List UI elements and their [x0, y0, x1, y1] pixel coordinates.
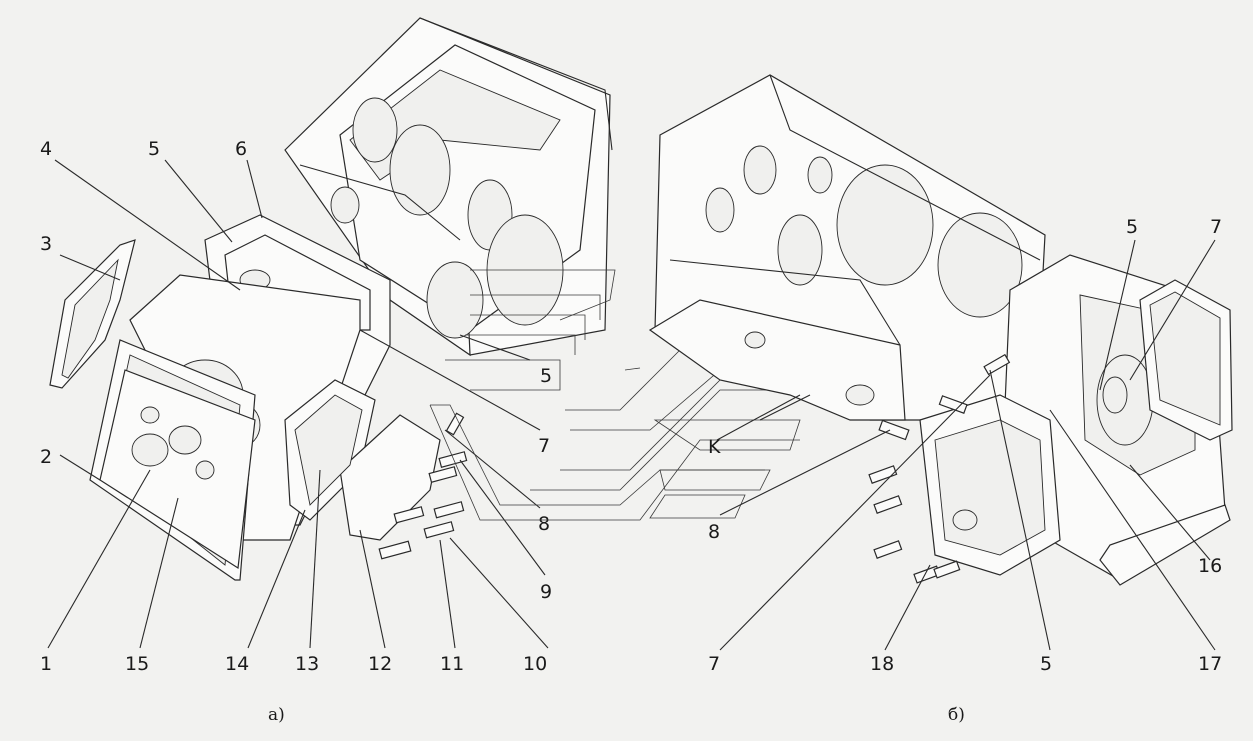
callout-7: 7	[538, 435, 550, 457]
small-cover-a	[284, 379, 441, 541]
view-a-assembly: 1 2 3 4 5 6 15 14 13 12 11 10 9 8 7 5 а)	[40, 17, 613, 725]
callout-18: 18	[870, 653, 894, 675]
callout-14: 14	[225, 653, 249, 675]
bolts-b	[868, 353, 1011, 584]
leader-lines-b	[716, 239, 1216, 651]
callout-6: 6	[235, 138, 247, 160]
callout-16: 16	[1198, 555, 1222, 577]
caption-view-b: б)	[948, 705, 965, 725]
caption-view-a: а)	[268, 705, 285, 725]
gasket-b	[1099, 279, 1233, 586]
callout-5-lower: 5	[540, 365, 552, 387]
callout-10: 10	[523, 653, 547, 675]
callout-1: 1	[40, 653, 52, 675]
callout-5: 5	[148, 138, 160, 160]
callout-3: 3	[40, 233, 52, 255]
housing-body-a	[284, 17, 613, 357]
housing-body-b	[648, 74, 1046, 421]
callout-8: 8	[538, 513, 550, 535]
callout-15: 15	[125, 653, 149, 675]
callout-13: 13	[295, 653, 319, 675]
callout-K: K	[708, 436, 721, 458]
callout-7-bottom-b: 7	[708, 653, 720, 675]
callout-12: 12	[368, 653, 392, 675]
callout-4: 4	[40, 138, 52, 160]
callout-5-bottom-b: 5	[1040, 653, 1052, 675]
callout-11: 11	[440, 653, 464, 675]
callout-7-top-b: 7	[1210, 216, 1222, 238]
callout-8-b: 8	[708, 521, 720, 543]
callout-17: 17	[1198, 653, 1222, 675]
callouts-a: 1 2 3 4 5 6 15 14 13 12 11 10 9 8 7 5	[40, 138, 552, 675]
bolts-a	[378, 412, 468, 560]
callouts-b: 5 7 16 17 5 18 7 8 K	[708, 216, 1222, 675]
callout-9: 9	[540, 581, 552, 603]
bottom-cover-b	[919, 394, 1061, 576]
callout-5-top-b: 5	[1126, 216, 1138, 238]
leader-lines-a	[47, 159, 549, 649]
callout-2: 2	[40, 446, 52, 468]
view-b-assembly: 5 7 16 17 5 18 7 8 K б)	[648, 74, 1233, 725]
cover-plate-1	[99, 369, 256, 570]
